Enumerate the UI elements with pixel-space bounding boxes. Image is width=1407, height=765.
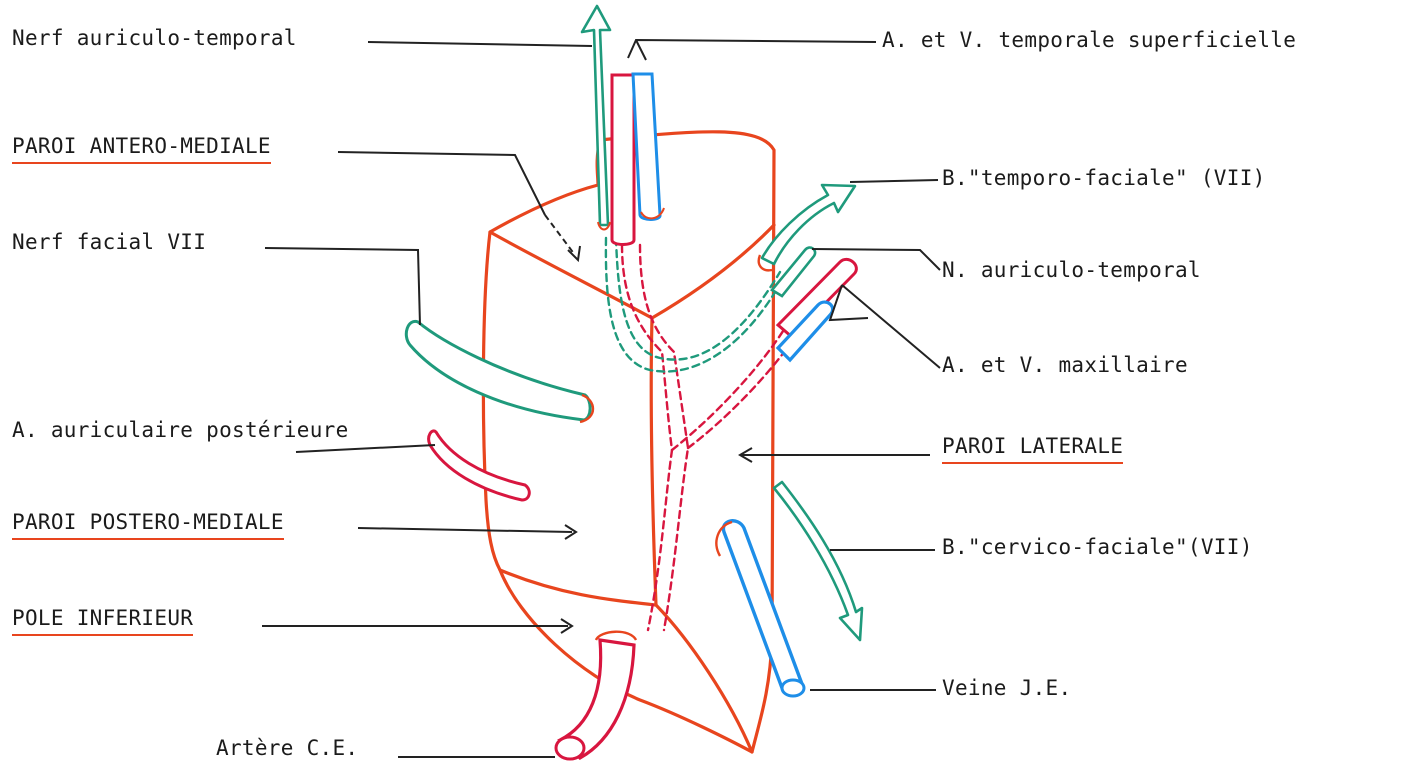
label-a-v-maxillaire: A. et V. maxillaire [942,355,1188,376]
leader-nerf-facial [265,248,420,325]
label-pole-inferieur: POLE INFERIEUR [12,608,193,636]
temporal-vein [633,74,660,220]
leader-maxillaire [830,285,940,368]
leader-temporo-faciale [850,180,938,182]
internal-jugular-vein [716,521,804,696]
cervico-facial-branch [774,482,862,640]
posterior-auricular-artery [429,431,530,500]
dashed-artery-2 [640,245,688,630]
facial-nerve [406,321,593,422]
leader-paroi-antero-mediale-dash [545,215,575,255]
label-artere-ce: Artère C.E. [216,738,358,759]
gland-inferior-face-right [656,605,752,752]
gland-edge-line [651,318,656,605]
label-temporo-faciale: B."temporo-faciale" (VII) [942,168,1266,189]
leader-paroi-antero-mediale [338,152,545,215]
label-nerf-auriculo-temporal: Nerf auriculo-temporal [12,28,297,49]
leader-temporale-superficielle [628,40,876,60]
label-temporale-superficielle: A. et V. temporale superficielle [882,30,1296,51]
label-paroi-postero-mediale: PAROI POSTERO-MEDIALE [12,512,284,540]
auriculo-temporal-nerve-top [582,6,610,230]
temporal-vessels [612,74,664,245]
label-paroi-laterale: PAROI LATERALE [942,436,1123,464]
right-vessel-bundle [772,248,856,360]
label-auriculaire-posterieure: A. auriculaire postérieure [12,420,349,441]
label-nerf-facial: Nerf facial VII [12,232,206,253]
label-veine-je: Veine J.E. [942,678,1071,699]
leader-nerf-auriculo-temporal [368,42,592,46]
label-n-auriculo-temporal: N. auriculo-temporal [942,260,1201,281]
temporal-artery [612,75,634,245]
leader-auriculaire-posterieure [296,445,435,452]
label-paroi-antero-mediale: PAROI ANTERO-MEDIALE [12,136,271,164]
label-cervico-faciale: B."cervico-faciale"(VII) [942,537,1253,558]
leader-n-auriculo-temporal-right [812,249,940,270]
external-carotid-artery [556,632,636,759]
leader-paroi-postero-mediale [358,528,572,532]
gland-inferior-face-left [500,570,656,605]
dashed-artery-1 [622,245,672,630]
